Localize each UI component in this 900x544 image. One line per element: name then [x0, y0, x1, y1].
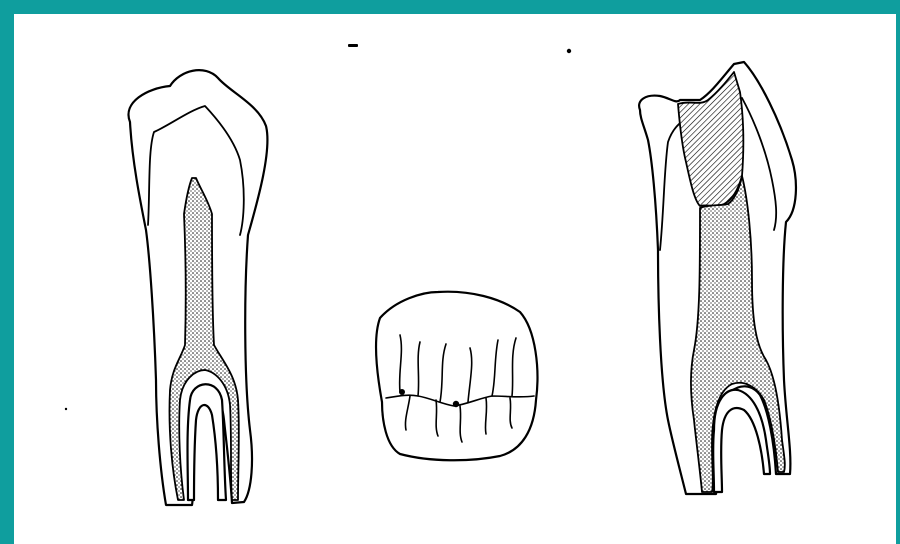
left-tooth-root-gap — [188, 384, 227, 500]
left-tooth — [129, 70, 268, 505]
crown-pit-1 — [399, 389, 405, 395]
middle-crown — [376, 292, 537, 461]
right-tooth-root-gap — [713, 390, 770, 492]
right-tooth — [639, 62, 796, 494]
crown-pit-2 — [453, 401, 459, 407]
scan-speck-3 — [65, 408, 67, 410]
scan-speck-2 — [567, 49, 571, 53]
scan-speck-1 — [348, 44, 358, 47]
